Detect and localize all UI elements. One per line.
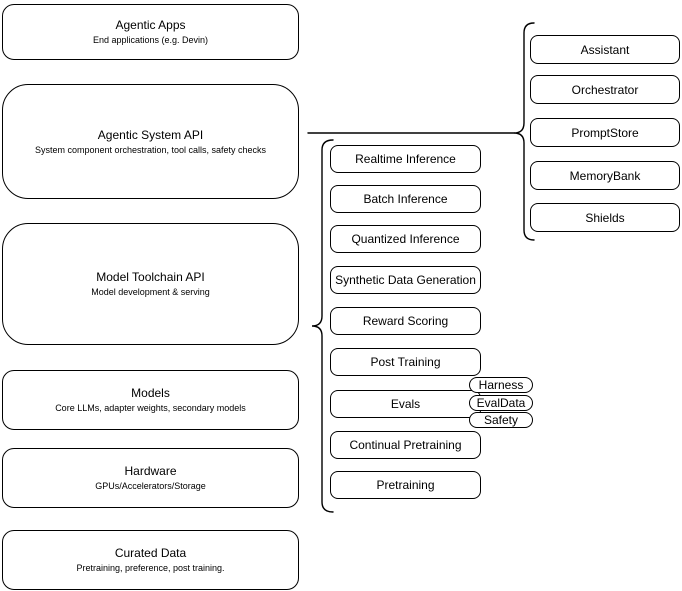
node-title: Agentic Apps [115, 18, 186, 32]
node-evals: Evals [330, 390, 481, 418]
node-promptstore: PromptStore [530, 118, 680, 147]
node-hardware: Hardware GPUs/Accelerators/Storage [2, 448, 299, 508]
node-assistant: Assistant [530, 35, 680, 64]
node-subtitle: GPUs/Accelerators/Storage [95, 481, 206, 491]
node-memorybank: MemoryBank [530, 161, 680, 190]
node-post-training: Post Training [330, 348, 481, 376]
node-reward-scoring: Reward Scoring [330, 307, 481, 335]
node-quantized-inference: Quantized Inference [330, 225, 481, 253]
pill-harness: Harness [469, 377, 533, 393]
node-title: Agentic System API [97, 127, 204, 142]
node-label: Batch Inference [363, 192, 448, 206]
pill-evaldata: EvalData [469, 395, 533, 411]
node-subtitle: Pretraining, preference, post training. [76, 563, 225, 573]
node-orchestrator: Orchestrator [530, 75, 680, 104]
node-batch-inference: Batch Inference [330, 185, 481, 213]
pill-label: EvalData [476, 396, 526, 410]
pill-label: Harness [478, 378, 524, 392]
node-agentic-apps: Agentic Apps End applications (e.g. Devi… [2, 4, 299, 60]
node-label: MemoryBank [569, 168, 641, 183]
pill-safety: Safety [469, 412, 533, 428]
node-label: Realtime Inference [355, 152, 456, 166]
node-subtitle: System component orchestration, tool cal… [34, 144, 267, 155]
node-label: Orchestrator [571, 82, 639, 97]
node-model-toolchain-api: Model Toolchain API Model development & … [2, 223, 299, 345]
node-agentic-system-api: Agentic System API System component orch… [2, 84, 299, 199]
node-continual-pretraining: Continual Pretraining [330, 431, 481, 459]
node-curated-data: Curated Data Pretraining, preference, po… [2, 530, 299, 590]
node-subtitle: Model development & serving [91, 287, 210, 297]
node-label: Reward Scoring [362, 314, 449, 328]
node-models: Models Core LLMs, adapter weights, secon… [2, 370, 299, 430]
node-label: Shields [585, 210, 625, 225]
pill-label: Safety [483, 413, 519, 427]
node-label: Synthetic Data Generation [335, 273, 476, 287]
node-label: Evals [390, 397, 421, 411]
node-label: PromptStore [571, 125, 639, 140]
node-pretraining: Pretraining [330, 471, 481, 499]
node-label: Quantized Inference [351, 232, 460, 246]
node-label: Post Training [370, 355, 441, 369]
node-shields: Shields [530, 203, 680, 232]
node-subtitle: Core LLMs, adapter weights, secondary mo… [55, 403, 246, 413]
node-title: Hardware [124, 464, 177, 478]
node-title: Curated Data [114, 546, 187, 560]
node-title: Models [131, 386, 170, 400]
node-synthetic-data-generation: Synthetic Data Generation [330, 266, 481, 294]
node-label: Pretraining [376, 478, 435, 492]
node-realtime-inference: Realtime Inference [330, 145, 481, 173]
node-label: Assistant [580, 42, 630, 57]
node-label: Continual Pretraining [349, 438, 462, 452]
node-title: Model Toolchain API [96, 270, 205, 284]
node-subtitle: End applications (e.g. Devin) [92, 35, 209, 45]
